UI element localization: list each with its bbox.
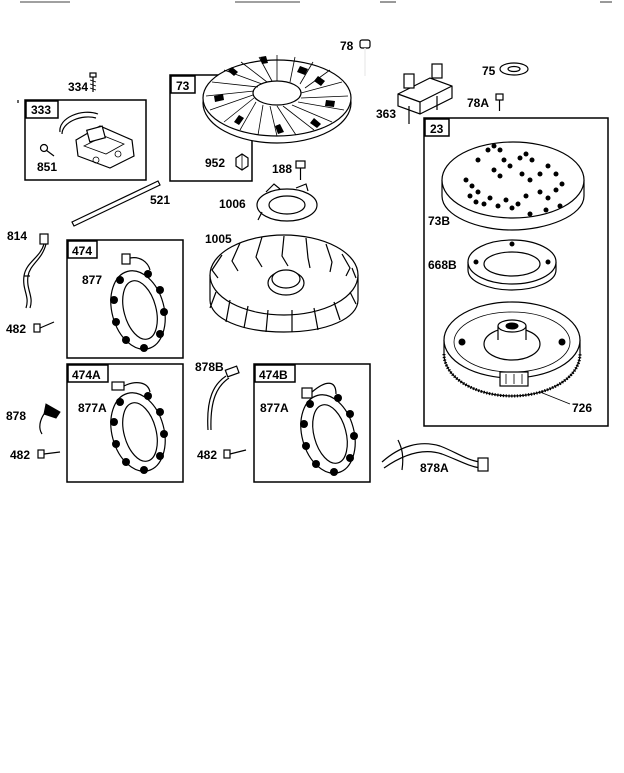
clip-878-part	[39, 403, 61, 435]
box-474b-label: 474B	[259, 368, 288, 382]
label-877a-left: 877A	[78, 401, 107, 415]
bolt-78-part	[359, 39, 371, 76]
label-482-top: 482	[6, 322, 26, 336]
label-188: 188	[272, 162, 292, 176]
label-78a: 78A	[467, 96, 489, 110]
box-333-tag	[25, 100, 59, 119]
label-878b: 878B	[195, 360, 224, 374]
box-73-label: 73	[176, 79, 190, 93]
label-726: 726	[572, 401, 592, 415]
box-23-group: 23 73B	[423, 117, 609, 427]
box-474b-tag	[254, 364, 296, 383]
rotating-screen-73-part	[202, 55, 352, 144]
washer-75-part	[499, 62, 529, 76]
ignition-module-part	[59, 111, 135, 169]
bracket-363-part	[397, 63, 453, 124]
label-482-mid: 482	[197, 448, 217, 462]
screw-482-top-part	[33, 321, 55, 333]
alternator-877a-right-part	[300, 382, 358, 476]
fan-1005-part	[209, 234, 359, 333]
label-334: 334	[68, 80, 88, 94]
alternator-877a-left-part	[110, 381, 168, 474]
nut-952-part	[235, 153, 249, 171]
label-878a: 878A	[420, 461, 449, 475]
label-1006: 1006	[219, 197, 246, 211]
wire-814-part	[23, 233, 49, 309]
screw-482-mid-part	[223, 449, 247, 459]
bolt-78a-part	[495, 93, 504, 111]
box-474-frame	[66, 239, 184, 359]
ratchet-1006-part	[256, 183, 318, 222]
label-75: 75	[482, 64, 496, 78]
box-474b-group: 474B 877A	[253, 363, 371, 483]
box-333-frame	[24, 99, 147, 181]
label-878: 878	[6, 409, 26, 423]
screw-851-part	[39, 143, 55, 157]
box-474b-frame	[253, 363, 371, 483]
leader-726	[539, 391, 571, 405]
label-1005: 1005	[205, 232, 232, 246]
label-78: 78	[340, 39, 354, 53]
box-73-group: 73 952	[169, 74, 253, 182]
label-851: 851	[37, 160, 57, 174]
box-23-tag	[424, 118, 450, 137]
harness-878a-part	[381, 439, 489, 472]
label-952: 952	[205, 156, 225, 170]
box-333-group: 333 851	[24, 99, 147, 181]
box-474-label: 474	[72, 244, 92, 258]
alternator-877-part	[110, 253, 168, 352]
cup-73b-part	[441, 141, 585, 231]
plate-668b-part	[467, 239, 557, 291]
box-474-tag	[67, 240, 98, 259]
flywheel-726-part	[442, 301, 582, 398]
box-474a-label: 474A	[72, 368, 101, 382]
screw-334-part	[89, 72, 97, 92]
box-23-label: 23	[430, 122, 444, 136]
label-73b: 73B	[428, 214, 450, 228]
label-814: 814	[7, 229, 27, 243]
rod-521-part	[71, 180, 161, 227]
label-877: 877	[82, 273, 102, 287]
box-333-label: 333	[31, 103, 51, 117]
label-521: 521	[150, 193, 170, 207]
label-363: 363	[376, 107, 396, 121]
box-474a-tag	[67, 364, 109, 383]
box-73-tag	[170, 75, 196, 94]
box-474-group: 474 877	[66, 239, 184, 359]
wire-878b-part	[207, 365, 240, 431]
box-474a-frame	[66, 363, 184, 483]
box-474a-group: 474A 877A	[66, 363, 184, 483]
box-23-frame	[423, 117, 609, 427]
screw-482-left-part	[37, 449, 61, 459]
label-668b: 668B	[428, 258, 457, 272]
label-877a-right: 877A	[260, 401, 289, 415]
label-482-left: 482	[10, 448, 30, 462]
screw-188-part	[295, 160, 306, 180]
